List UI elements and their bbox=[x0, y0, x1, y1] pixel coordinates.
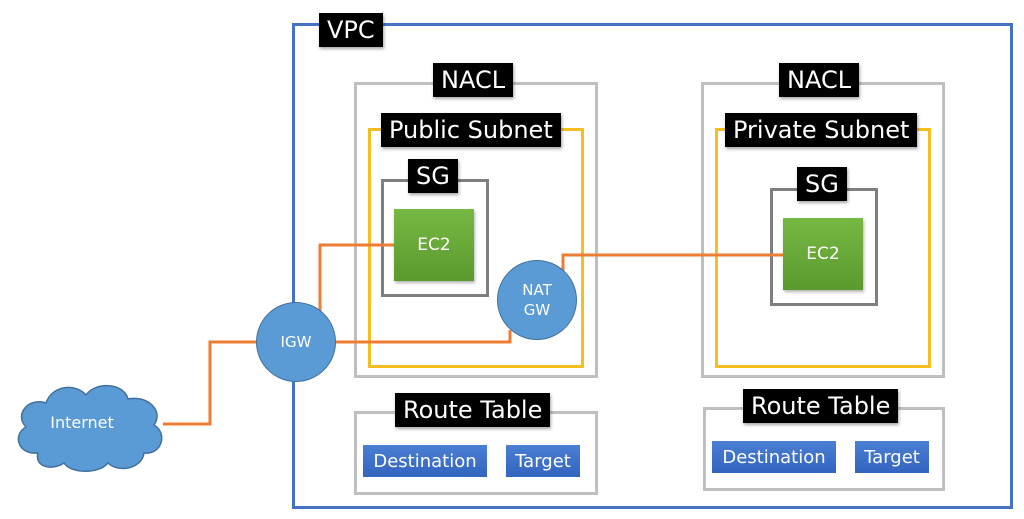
internet-cloud-icon[interactable]: Internet bbox=[8, 375, 168, 475]
private-target-label: Target bbox=[864, 446, 920, 468]
public-target-label: Target bbox=[515, 450, 571, 472]
igw-label: IGW bbox=[280, 333, 312, 351]
internet-gateway[interactable]: IGW bbox=[256, 302, 336, 382]
public-nacl-label: NACL bbox=[433, 63, 514, 97]
private-route-destination: Destination bbox=[712, 441, 836, 473]
private-route-target: Target bbox=[855, 441, 929, 473]
public-subnet-label: Public Subnet bbox=[381, 113, 561, 147]
private-sg-label: SG bbox=[797, 167, 847, 201]
nat-private-ec2-line bbox=[561, 253, 784, 272]
nat-label-line2: GW bbox=[523, 301, 551, 319]
igw-nat-line bbox=[336, 330, 512, 344]
public-ec2-label: EC2 bbox=[417, 235, 451, 255]
private-route-table-title: Route Table bbox=[743, 389, 899, 423]
public-destination-label: Destination bbox=[373, 450, 477, 472]
public-route-target: Target bbox=[506, 445, 580, 477]
public-route-destination: Destination bbox=[363, 445, 487, 477]
vpc-label: VPC bbox=[319, 13, 383, 47]
public-ec2-instance[interactable]: EC2 bbox=[394, 209, 474, 281]
private-subnet-label: Private Subnet bbox=[725, 113, 918, 147]
vpc-boundary bbox=[292, 23, 1013, 509]
nat-label-line1: NAT bbox=[522, 281, 552, 299]
private-nacl-label: NACL bbox=[779, 63, 860, 97]
internet-label: Internet bbox=[50, 413, 114, 432]
private-ec2-instance[interactable]: EC2 bbox=[783, 218, 863, 290]
internet-igw-line bbox=[163, 340, 256, 426]
public-route-table-title: Route Table bbox=[395, 393, 551, 427]
nat-gateway[interactable]: NAT GW bbox=[497, 260, 577, 340]
public-sg-label: SG bbox=[408, 159, 458, 193]
private-destination-label: Destination bbox=[722, 446, 826, 468]
private-ec2-label: EC2 bbox=[806, 244, 840, 264]
igw-public-ec2-line bbox=[318, 243, 395, 318]
